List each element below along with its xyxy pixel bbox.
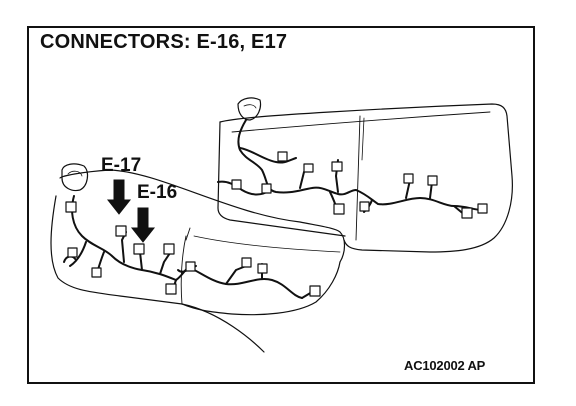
front-connectors xyxy=(65,201,321,297)
callout-e17-label: E-17 xyxy=(101,155,142,176)
front-door-panel xyxy=(50,163,346,353)
front-harness xyxy=(63,195,313,299)
arrow-e17 xyxy=(106,179,132,215)
rear-door-panel xyxy=(217,97,513,253)
diagram-title: CONNECTORS: E-16, E17 xyxy=(40,31,288,53)
callout-arrows xyxy=(106,179,156,243)
arrow-e16 xyxy=(130,207,156,243)
rear-harness xyxy=(217,119,483,217)
callout-e16-label: E-16 xyxy=(137,182,178,203)
figure-code: AC102002 AP xyxy=(404,358,486,373)
rear-connectors xyxy=(231,151,488,219)
